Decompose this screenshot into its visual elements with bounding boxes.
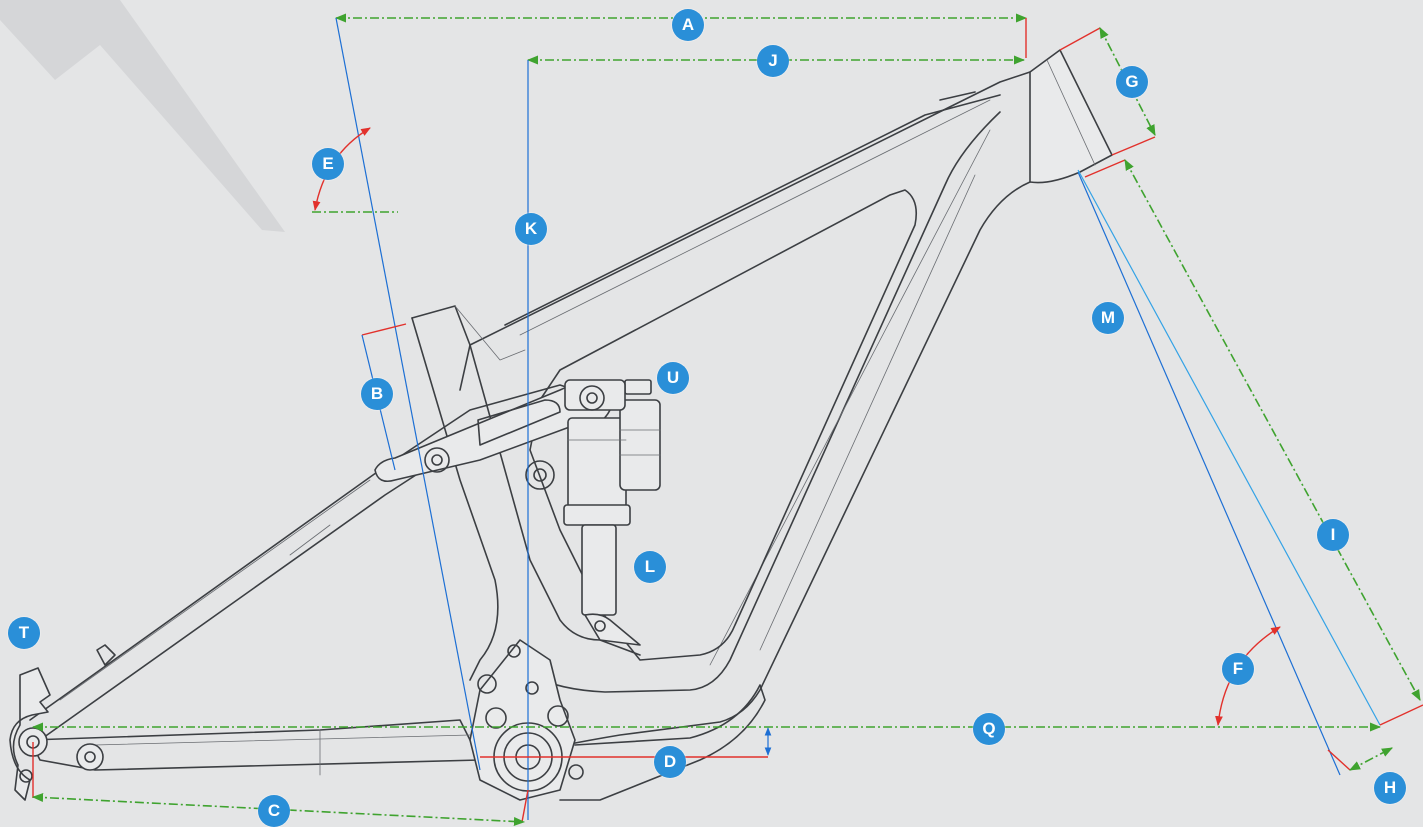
head-tube — [1029, 49, 1113, 184]
label-u: U — [657, 362, 689, 394]
rear-dropout — [9, 667, 51, 801]
label-a: A — [672, 9, 704, 41]
label-g: G — [1116, 66, 1148, 98]
front-triangle-window — [529, 189, 918, 661]
pivot-upper — [424, 447, 450, 473]
bike-frame — [9, 49, 1113, 801]
rear-shock — [563, 379, 661, 616]
pivot-rocker — [579, 385, 605, 411]
label-t: T — [8, 617, 40, 649]
label-j: J — [757, 45, 789, 77]
label-m: M — [1092, 302, 1124, 334]
label-f: F — [1222, 653, 1254, 685]
pivot-shock-upper — [525, 460, 555, 490]
label-h: H — [1374, 772, 1406, 804]
label-b: B — [361, 378, 393, 410]
label-q: Q — [973, 713, 1005, 745]
label-d: D — [654, 746, 686, 778]
label-c: C — [258, 795, 290, 827]
top-tube — [459, 71, 1031, 391]
label-k: K — [515, 213, 547, 245]
background-shape — [0, 0, 285, 232]
label-e: E — [312, 148, 344, 180]
label-l: L — [634, 551, 666, 583]
chainstay-pivot — [76, 743, 104, 771]
label-i: I — [1317, 519, 1349, 551]
dimension-lines — [31, 13, 1423, 826]
